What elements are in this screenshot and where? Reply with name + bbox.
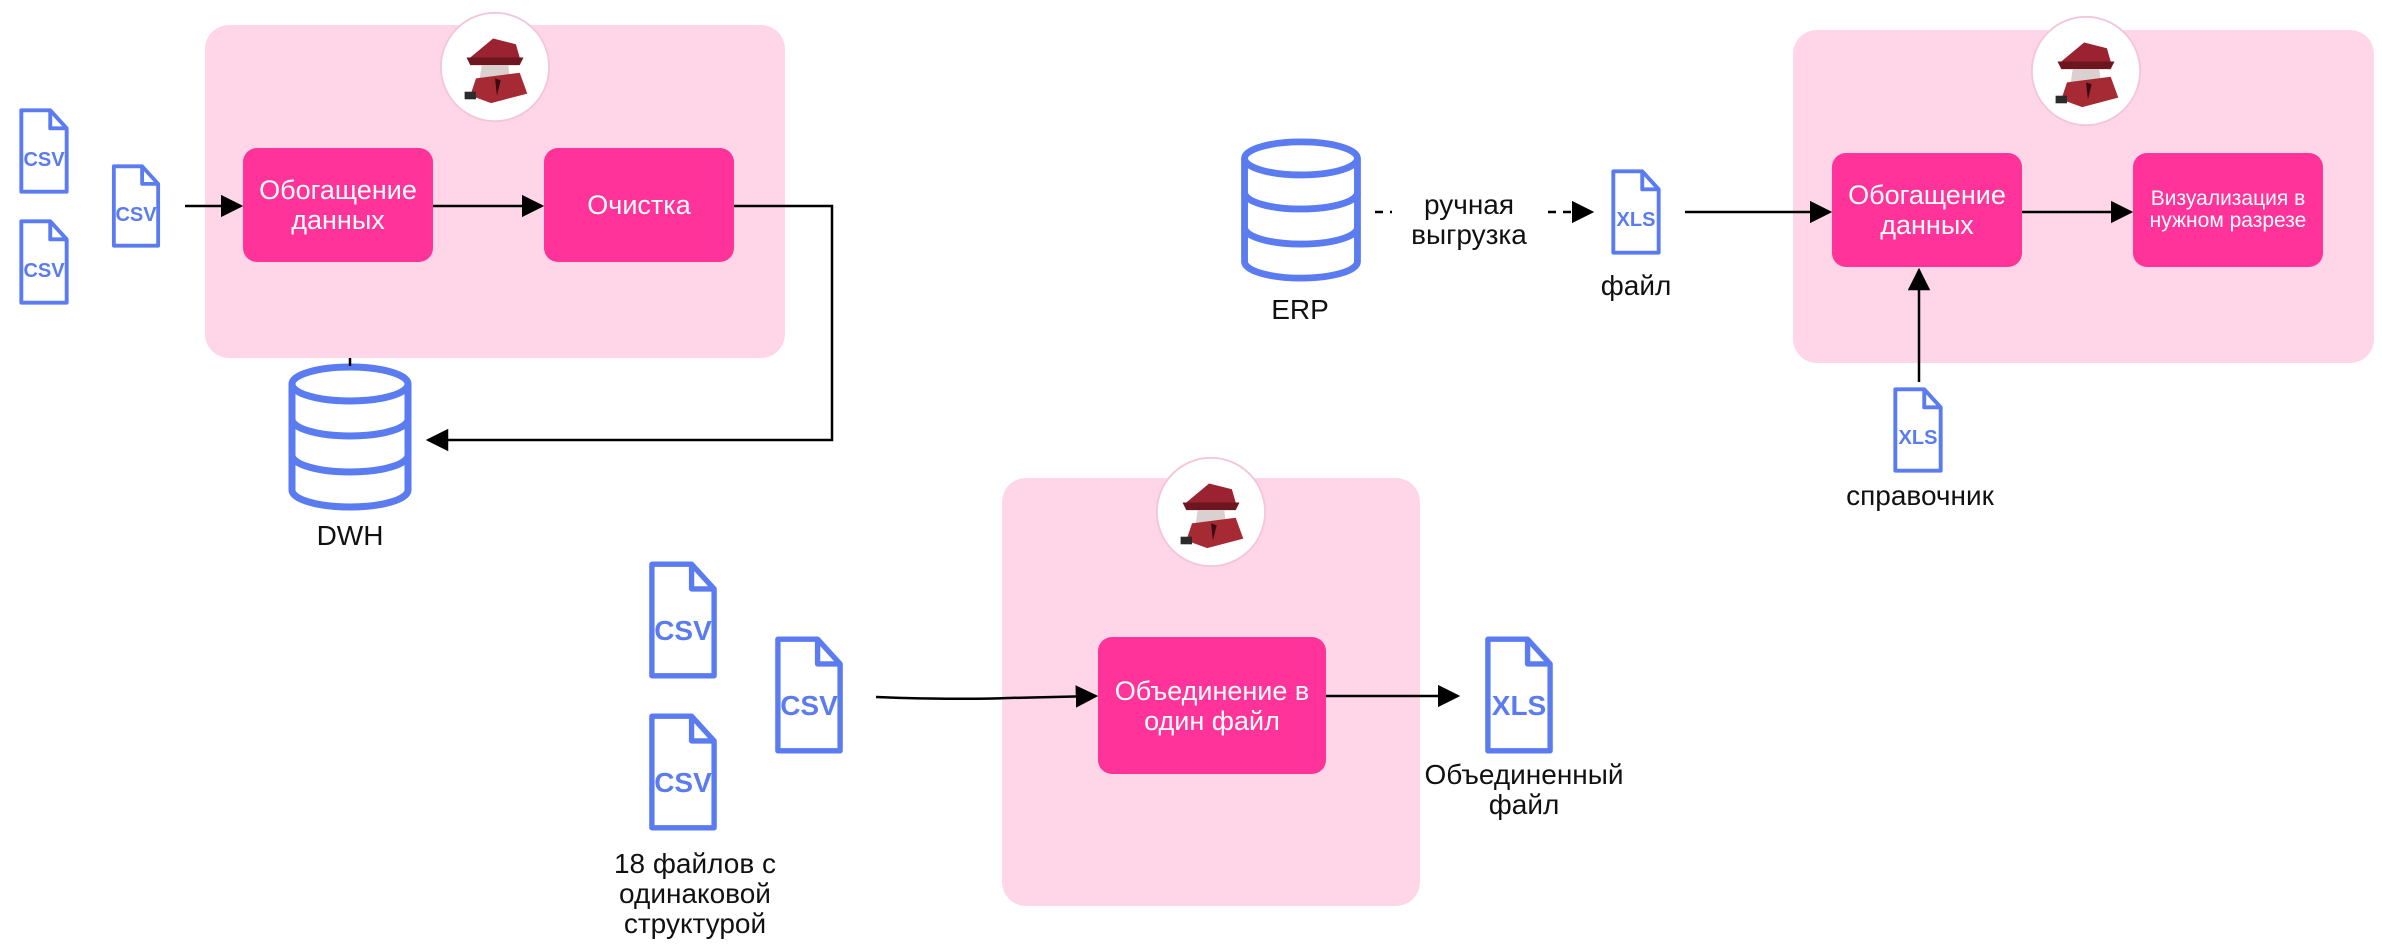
reference-label: справочник [1846, 480, 1994, 511]
box-clean [544, 148, 734, 262]
dwh-database-icon [292, 367, 408, 507]
csv-badge: CSV [23, 149, 65, 171]
csv-badge: CSV [23, 260, 65, 282]
visualize-box-label: Визуализация в нужном разрезе [2149, 187, 2307, 232]
panel-top-left [205, 25, 785, 358]
detective-icon [2030, 15, 2142, 127]
manual-export-label: ручная выгрузка [1411, 189, 1527, 250]
xls-badge: XLS [1492, 690, 1546, 721]
arrow-clean-to-dwh [425, 204, 834, 452]
xls-badge: XLS [1899, 427, 1938, 449]
box-enrich-top-left [243, 148, 433, 262]
detective-icon [1155, 456, 1267, 568]
enrich-box-label: Обогащение данных [259, 175, 417, 235]
csv-badge: CSV [115, 204, 157, 226]
clean-box-label: Очистка [587, 190, 691, 220]
dwh-label: DWH [316, 520, 384, 551]
box-merge [1098, 637, 1326, 774]
csv-badge: CSV [780, 690, 838, 721]
merged-file-label: Объединенный файл [1424, 759, 1624, 820]
csv-badge: CSV [654, 615, 712, 646]
panel-top-right [1793, 30, 2374, 363]
merge-box-label: Объединение в один файл [1114, 675, 1310, 736]
arrow-csv-to-merge [875, 685, 1099, 708]
erp-label: ERP [1271, 294, 1329, 325]
file-label: файл [1600, 270, 1672, 301]
xls-badge: XLS [1617, 209, 1656, 231]
box-visualize [2133, 153, 2323, 267]
erp-database-icon [1245, 142, 1358, 278]
enrich-box-label: Обогащение данных [1848, 180, 2006, 240]
detective-icon [439, 11, 551, 123]
csv-badge: CSV [654, 767, 712, 798]
files-count-label: 18 файлов с одинаковой структурой [613, 848, 777, 939]
box-enrich-top-right [1832, 153, 2022, 267]
